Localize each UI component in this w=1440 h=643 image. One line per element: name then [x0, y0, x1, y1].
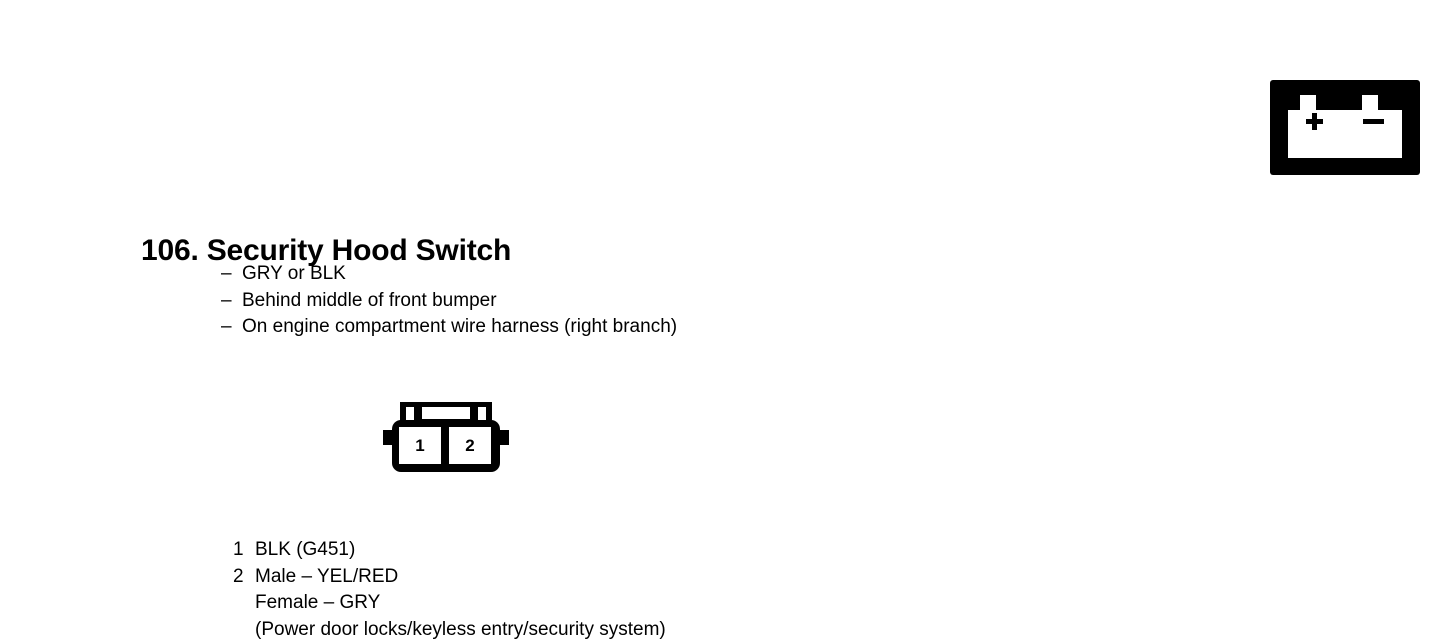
connector-cavity-2: 2	[449, 427, 491, 464]
connector-lock-window	[422, 407, 470, 419]
pin-description: Male – YEL/RED	[255, 564, 398, 591]
battery-plus-icon	[1306, 113, 1323, 130]
connector-housing: 1 2	[392, 420, 500, 472]
connector-lock-slot-right	[478, 407, 486, 421]
spec-dash: –	[221, 288, 242, 315]
pin-description: BLK (G451)	[255, 537, 355, 564]
pin-number: 2	[233, 564, 255, 591]
spec-text: On engine compartment wire harness (righ…	[242, 314, 677, 341]
pin-number: 1	[233, 537, 255, 564]
spec-item: – GRY or BLK	[221, 261, 677, 288]
spec-text: GRY or BLK	[242, 261, 346, 288]
pin-subline: Female – GRY	[255, 590, 666, 617]
spec-item: – Behind middle of front bumper	[221, 288, 677, 315]
connector-diagram: 1 2	[383, 402, 509, 472]
spec-dash: –	[221, 261, 242, 288]
connector-cavity-1: 1	[399, 427, 441, 464]
spec-list: – GRY or BLK – Behind middle of front bu…	[221, 261, 677, 341]
spec-item: – On engine compartment wire harness (ri…	[221, 314, 677, 341]
pin-subline: (Power door locks/keyless entry/security…	[255, 617, 666, 643]
battery-icon	[1270, 80, 1420, 175]
pin-legend: 1 BLK (G451) 2 Male – YEL/RED Female – G…	[233, 537, 666, 643]
spec-text: Behind middle of front bumper	[242, 288, 497, 315]
battery-minus-icon	[1363, 119, 1384, 124]
pin-row: 2 Male – YEL/RED	[233, 564, 666, 591]
spec-dash: –	[221, 314, 242, 341]
pin-row: 1 BLK (G451)	[233, 537, 666, 564]
connector-lock-slot-left	[406, 407, 414, 421]
connector-tab-right	[499, 430, 509, 445]
